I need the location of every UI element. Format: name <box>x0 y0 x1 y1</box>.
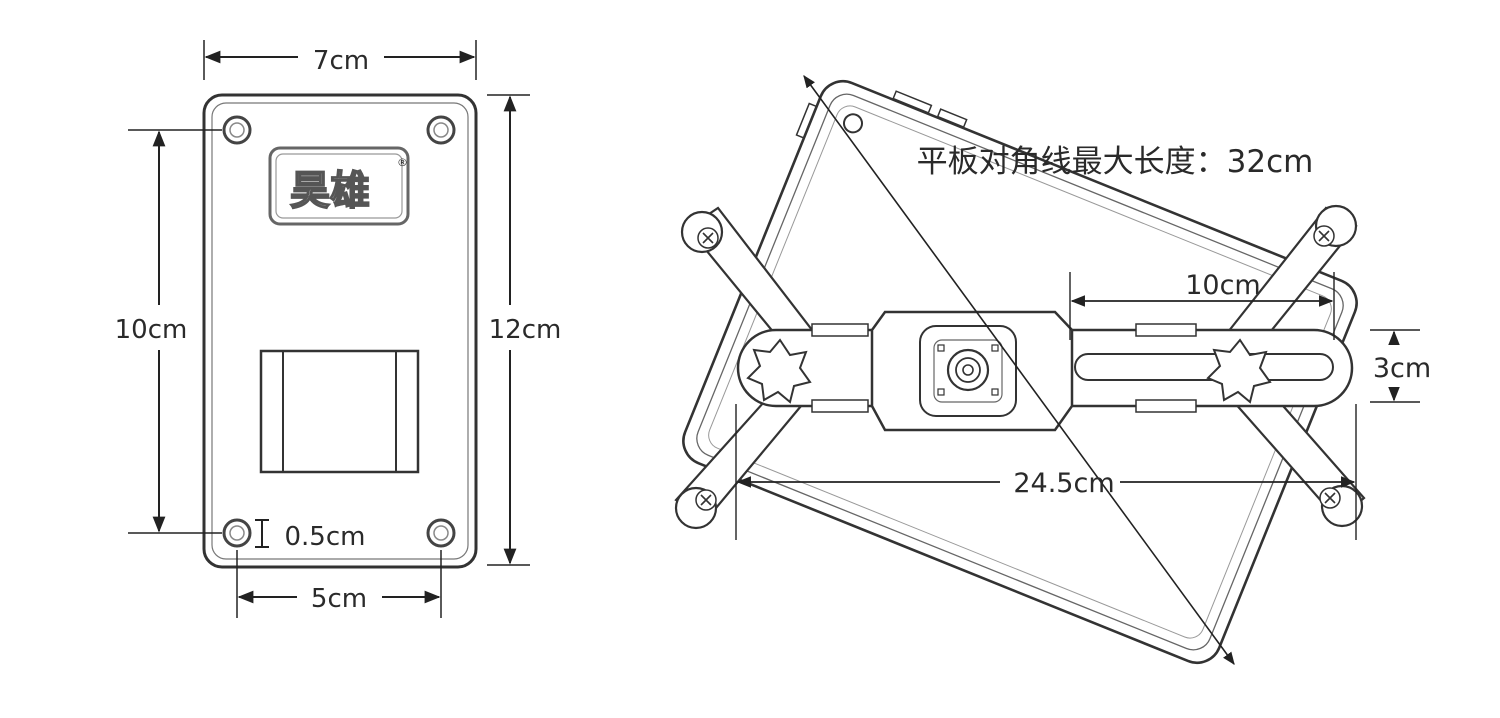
dimension-hole-vertical-label: 10cm <box>115 315 188 345</box>
dimension-slot-label: 10cm <box>1185 270 1261 301</box>
registered-mark: ® <box>397 156 408 169</box>
mount-hole <box>222 518 252 548</box>
dimension-bar-height-label: 3cm <box>1373 353 1431 384</box>
diagonal-note: 平板对角线最大长度：32cm <box>917 144 1314 180</box>
mount-hole <box>222 115 252 145</box>
dimension-width: 7cm <box>203 40 477 80</box>
dimension-height-label: 12cm <box>489 315 562 345</box>
dimension-height: 12cm <box>487 94 562 566</box>
mount-hole <box>426 518 456 548</box>
dimension-hole-vertical: 10cm <box>115 129 222 534</box>
dimension-slot: 10cm <box>1069 270 1335 340</box>
dimension-diagonal: 平板对角线最大长度：32cm <box>803 74 1314 666</box>
holder-arm <box>674 380 808 530</box>
dimension-hole-horizontal-label: 5cm <box>311 584 367 614</box>
mounting-plate: 昊雄 ® <box>202 93 478 569</box>
center-mount-plate <box>870 310 1074 432</box>
dimension-hole-label: 0.5cm <box>285 522 366 552</box>
clip-block <box>259 349 420 474</box>
dimension-bar-height: 3cm <box>1370 329 1431 403</box>
dimension-span-label: 24.5cm <box>1013 468 1114 499</box>
mount-hole <box>426 115 456 145</box>
dimension-hole-horizontal: 5cm <box>236 550 442 618</box>
brand-logo-text: 昊雄 <box>290 168 370 214</box>
dimension-hole-diameter: 0.5cm <box>255 519 366 552</box>
dimension-span: 24.5cm <box>735 404 1357 540</box>
brand-logo: 昊雄 ® <box>268 146 410 226</box>
dimension-width-label: 7cm <box>313 46 369 76</box>
